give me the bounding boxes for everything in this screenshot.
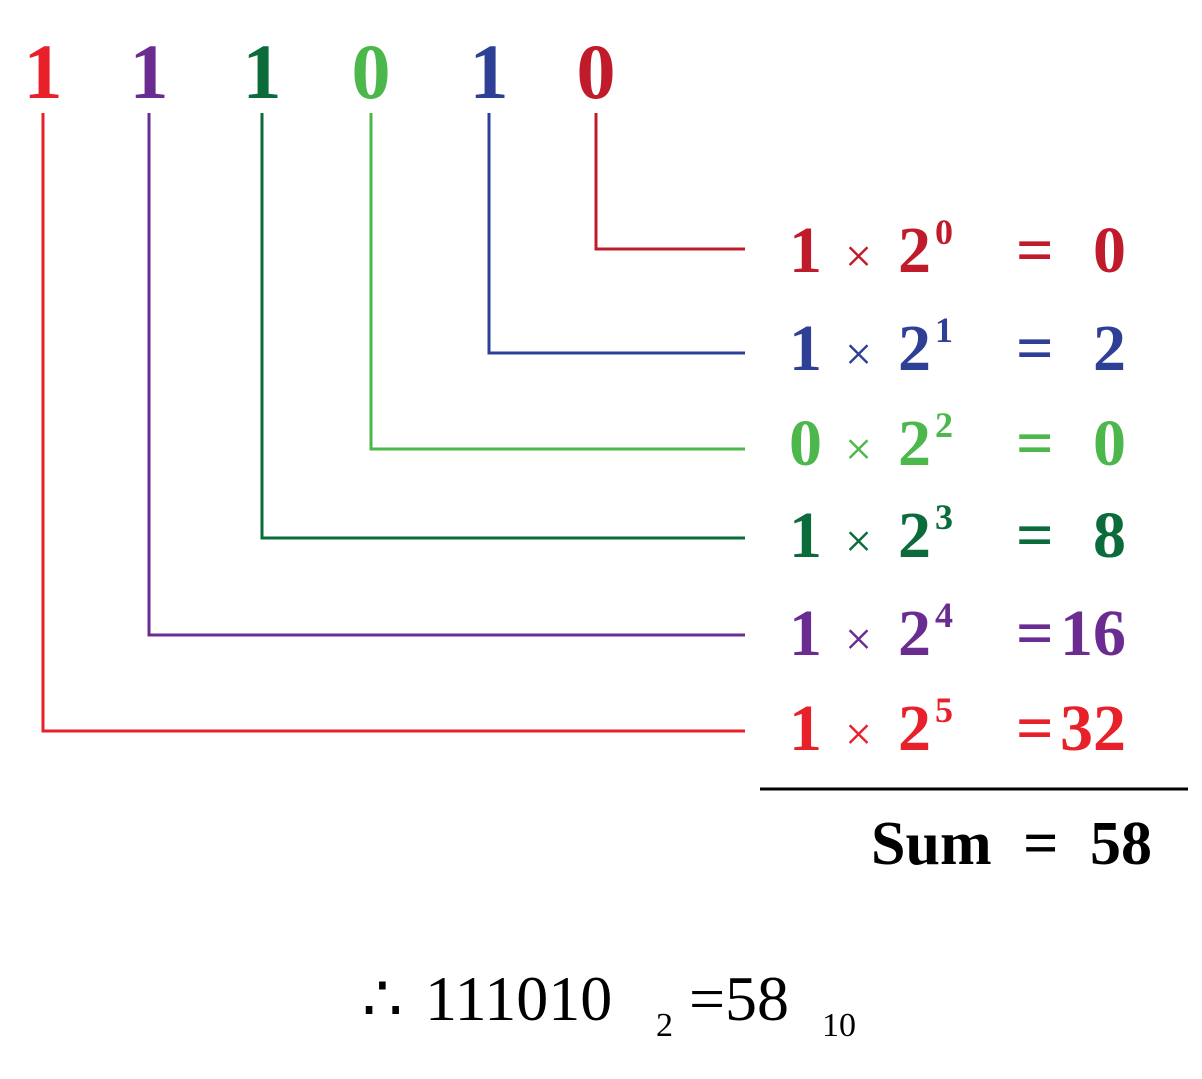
binary-digit: 0 bbox=[352, 28, 391, 115]
binary-base-subscript: 2 bbox=[656, 1007, 673, 1044]
term-exponent: 3 bbox=[935, 497, 953, 537]
term-equals: = bbox=[1016, 407, 1054, 480]
binary-digit: 1 bbox=[470, 28, 509, 115]
term-result: 16 bbox=[1060, 597, 1126, 670]
sum-value: 58 bbox=[1090, 810, 1152, 878]
term-result: 32 bbox=[1060, 692, 1126, 765]
binary-number: 111010 bbox=[425, 963, 612, 1034]
connector-line bbox=[260, 113, 745, 540]
sum-line: Sum = 58 bbox=[871, 810, 1152, 878]
term-base: 2 bbox=[898, 407, 931, 480]
term-exponent: 2 bbox=[935, 405, 953, 445]
term-coefficient: 1 bbox=[789, 214, 822, 287]
term-base: 2 bbox=[898, 692, 931, 765]
term-coefficient: 1 bbox=[789, 312, 822, 385]
term-times-sign: × bbox=[845, 613, 872, 666]
term-equals: = bbox=[1016, 597, 1054, 670]
term-base: 2 bbox=[898, 312, 931, 385]
term-coefficient: 1 bbox=[789, 499, 822, 572]
binary-digit: 1 bbox=[24, 28, 63, 115]
term-coefficient: 1 bbox=[789, 692, 822, 765]
term-result: 0 bbox=[1093, 214, 1126, 287]
term-times-sign: × bbox=[845, 328, 872, 381]
term-base: 2 bbox=[898, 214, 931, 287]
term-times-sign: × bbox=[845, 423, 872, 476]
term-result: 8 bbox=[1093, 499, 1126, 572]
term-equals: = bbox=[1016, 214, 1054, 287]
term-coefficient: 0 bbox=[789, 407, 822, 480]
term-exponent: 5 bbox=[935, 690, 953, 730]
term-exponent: 1 bbox=[935, 310, 953, 350]
term-times-sign: × bbox=[845, 708, 872, 761]
sum-equals: = bbox=[1023, 810, 1058, 878]
connector-line bbox=[487, 113, 745, 355]
connector-line bbox=[369, 113, 745, 451]
term-equals: = bbox=[1016, 692, 1054, 765]
term-exponent: 0 bbox=[935, 212, 953, 252]
term-equals: = bbox=[1016, 499, 1054, 572]
term-base: 2 bbox=[898, 597, 931, 670]
connector-lines bbox=[41, 113, 745, 733]
conclusion-equals: = bbox=[689, 963, 725, 1034]
connector-line bbox=[41, 113, 745, 733]
sum-label: Sum bbox=[871, 810, 992, 878]
term-times-sign: × bbox=[845, 230, 872, 283]
connector-line bbox=[594, 113, 745, 251]
term-times-sign: × bbox=[845, 515, 872, 568]
term-result: 2 bbox=[1093, 312, 1126, 385]
term-exponent: 4 bbox=[935, 595, 953, 635]
decimal-base-subscript: 10 bbox=[822, 1007, 856, 1044]
binary-digit: 0 bbox=[577, 28, 616, 115]
term-equals: = bbox=[1016, 312, 1054, 385]
term-coefficient: 1 bbox=[789, 597, 822, 670]
term-base: 2 bbox=[898, 499, 931, 572]
therefore-symbol: ∴ bbox=[362, 963, 403, 1034]
binary-digit: 1 bbox=[243, 28, 282, 115]
conclusion-equation: ∴ 111010 2 = 58 10 bbox=[362, 963, 856, 1044]
connector-line bbox=[147, 113, 745, 637]
term-result: 0 bbox=[1093, 407, 1126, 480]
decimal-number: 58 bbox=[725, 963, 789, 1034]
binary-digit: 1 bbox=[130, 28, 169, 115]
